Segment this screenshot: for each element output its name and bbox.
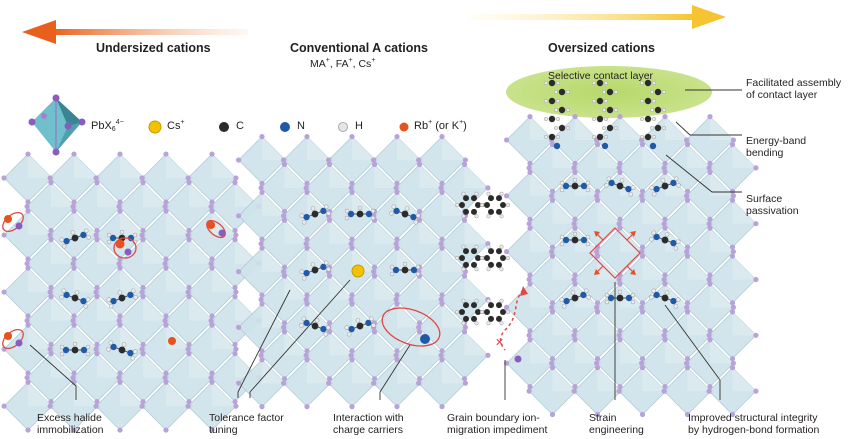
leader-lines xyxy=(29,89,742,400)
cs-atom-icon xyxy=(148,120,162,134)
molecules xyxy=(59,79,681,361)
oversized-arrow xyxy=(470,5,726,29)
ion-migration-path xyxy=(499,289,524,351)
undersized-arrow xyxy=(22,20,248,44)
legend-c-label: C xyxy=(236,120,244,132)
legend-octahedron-label: PbX64− xyxy=(91,119,124,133)
legend-rb-label: Rb+ (or K+) xyxy=(414,119,467,132)
conventional-subheader: MA+, FA+, Cs+ xyxy=(310,57,376,70)
conventional-header: Conventional A cations xyxy=(290,41,428,55)
contact-layer-label: Selective contact layer xyxy=(548,70,654,82)
undersized-header: Undersized cations xyxy=(96,41,211,55)
legend-n-label: N xyxy=(297,120,305,132)
h-atom-icon xyxy=(338,122,348,132)
caption-grain: Grain boundary ion-migration impediment xyxy=(447,412,548,437)
octahedron-legend-icon xyxy=(28,94,86,156)
c-atom-icon xyxy=(219,122,229,132)
legend-h-label: H xyxy=(355,120,363,132)
n-atom-icon xyxy=(280,122,290,132)
lattice-undersized xyxy=(1,151,262,433)
rb-atom-icon xyxy=(399,122,409,132)
legend-cs-label: Cs+ xyxy=(167,119,185,132)
oversized-header: Oversized cations xyxy=(548,41,655,55)
lattice-oversized xyxy=(504,114,759,418)
svg-text:✕: ✕ xyxy=(495,336,504,349)
